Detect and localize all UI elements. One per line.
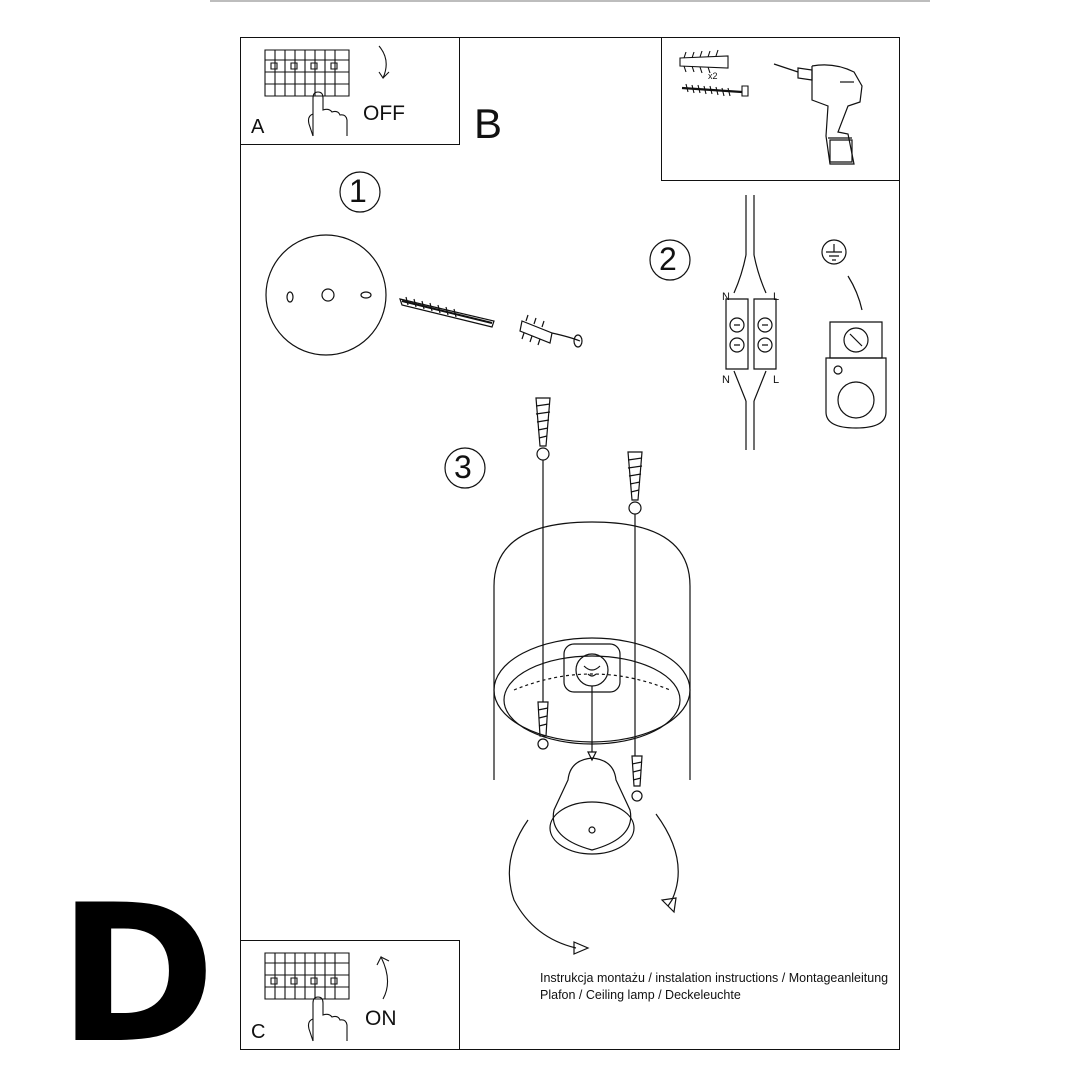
- panel-d-label: D: [58, 864, 216, 1085]
- on-label: ON: [365, 1007, 397, 1030]
- breaker-panel-icon: [241, 38, 461, 146]
- instruction-frame: [240, 37, 900, 1050]
- off-label: OFF: [363, 102, 405, 125]
- terminal-l-bottom: L: [773, 374, 780, 386]
- panel-b-label: B: [474, 100, 503, 147]
- step-1-badge: [338, 170, 382, 214]
- step-3-number: 3: [454, 449, 472, 485]
- wall-plug-icon: [662, 38, 901, 182]
- terminal-n-bottom: N: [722, 374, 730, 386]
- terminal-l-top: L: [773, 291, 780, 303]
- panel-c-switch-on: C ON: [240, 940, 460, 1050]
- quantity-label: x2: [708, 71, 718, 81]
- step-2-number: 2: [659, 241, 677, 277]
- panel-c-label: C: [251, 1021, 266, 1043]
- tools-box: x2: [661, 37, 900, 181]
- top-rule: [210, 0, 930, 2]
- caption: Instrukcja montażu / instalation instruc…: [540, 970, 888, 1004]
- earth-terminal: [812, 236, 902, 436]
- terminal-n-top: N: [722, 291, 730, 303]
- panel-a-label: A: [251, 116, 265, 138]
- step-2-badge: [648, 238, 692, 282]
- terminal-block: [712, 195, 792, 455]
- caption-line-2: Plafon / Ceiling lamp / Deckeleuchte: [540, 988, 741, 1002]
- mounting-plate: [260, 225, 620, 385]
- step-3-badge: [443, 446, 487, 490]
- drill-icon: [662, 38, 901, 182]
- lamp-assembly: [480, 390, 800, 970]
- breaker-panel-icon: [241, 941, 461, 1051]
- panel-a-switch-off: A OFF: [240, 37, 460, 145]
- caption-line-1: Instrukcja montażu / instalation instruc…: [540, 971, 889, 985]
- step-1-number: 1: [349, 173, 367, 209]
